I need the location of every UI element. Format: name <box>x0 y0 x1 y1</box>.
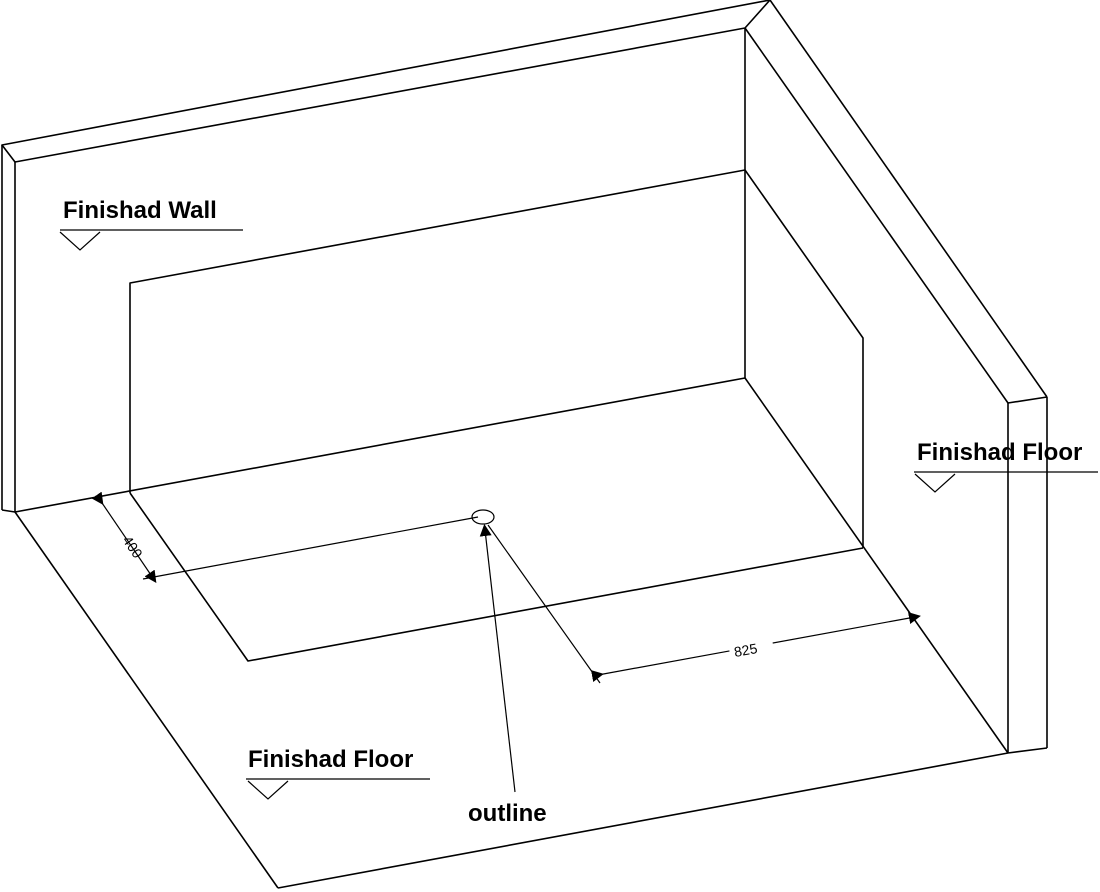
dimension-825-label: 825 <box>733 640 759 660</box>
outline-leader-arrow <box>479 524 516 793</box>
floor-outline <box>129 492 864 662</box>
finished-wall-panel <box>129 169 864 548</box>
drain-point <box>471 509 495 525</box>
level-marker-icon <box>59 231 101 251</box>
label-finished-floor-left: Finishad Floor <box>246 746 430 800</box>
label-outline: outline <box>468 800 547 827</box>
dimension-400-label: 400 <box>120 533 146 561</box>
label-finished-wall-text: Finishad Wall <box>63 197 217 224</box>
floor-slab <box>14 377 1009 889</box>
dimension-825: 825 <box>487 524 921 684</box>
label-finished-floor-right: Finishad Floor <box>914 439 1098 493</box>
side-wall <box>744 0 1048 754</box>
label-finished-wall: Finishad Wall <box>59 197 243 251</box>
back-wall <box>1 0 771 513</box>
level-marker-icon <box>914 473 956 493</box>
level-marker-icon <box>247 780 289 800</box>
label-finished-floor-right-text: Finishad Floor <box>917 439 1082 466</box>
label-finished-floor-left-text: Finishad Floor <box>248 746 413 773</box>
dimension-400: 400 <box>91 491 479 583</box>
